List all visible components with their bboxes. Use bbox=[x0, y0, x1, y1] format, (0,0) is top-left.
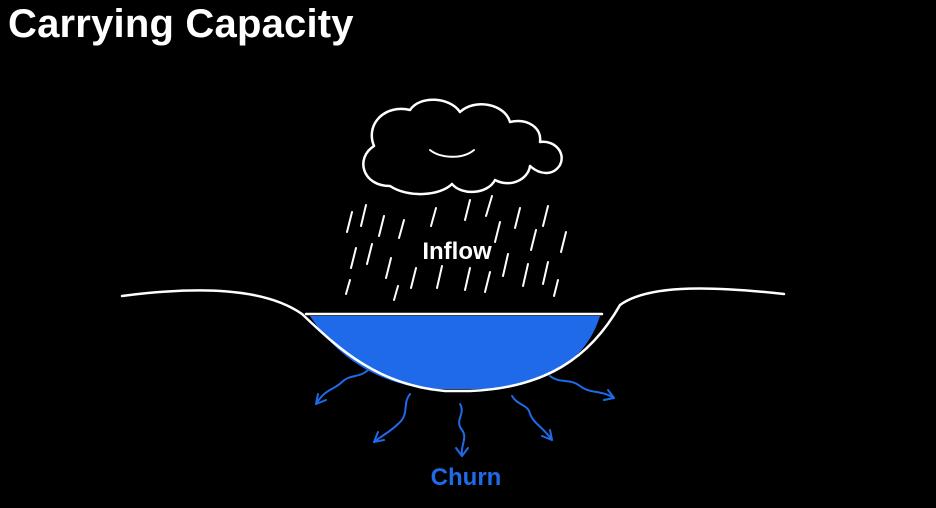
wavy-arrow-icon bbox=[511, 395, 553, 441]
slide-title: Carrying Capacity bbox=[8, 2, 354, 46]
wavy-arrow-icon bbox=[455, 403, 469, 457]
rain-icon bbox=[345, 195, 567, 301]
churn-arrows bbox=[315, 369, 615, 457]
inflow-label: Inflow bbox=[422, 238, 492, 265]
ground-line bbox=[120, 287, 786, 393]
wavy-arrow-icon bbox=[315, 369, 369, 405]
churn-label: Churn bbox=[430, 464, 502, 491]
wavy-arrow-icon bbox=[373, 393, 411, 443]
wavy-arrow-icon bbox=[549, 375, 615, 401]
water-pool bbox=[310, 316, 600, 389]
cloud-icon bbox=[362, 98, 563, 196]
